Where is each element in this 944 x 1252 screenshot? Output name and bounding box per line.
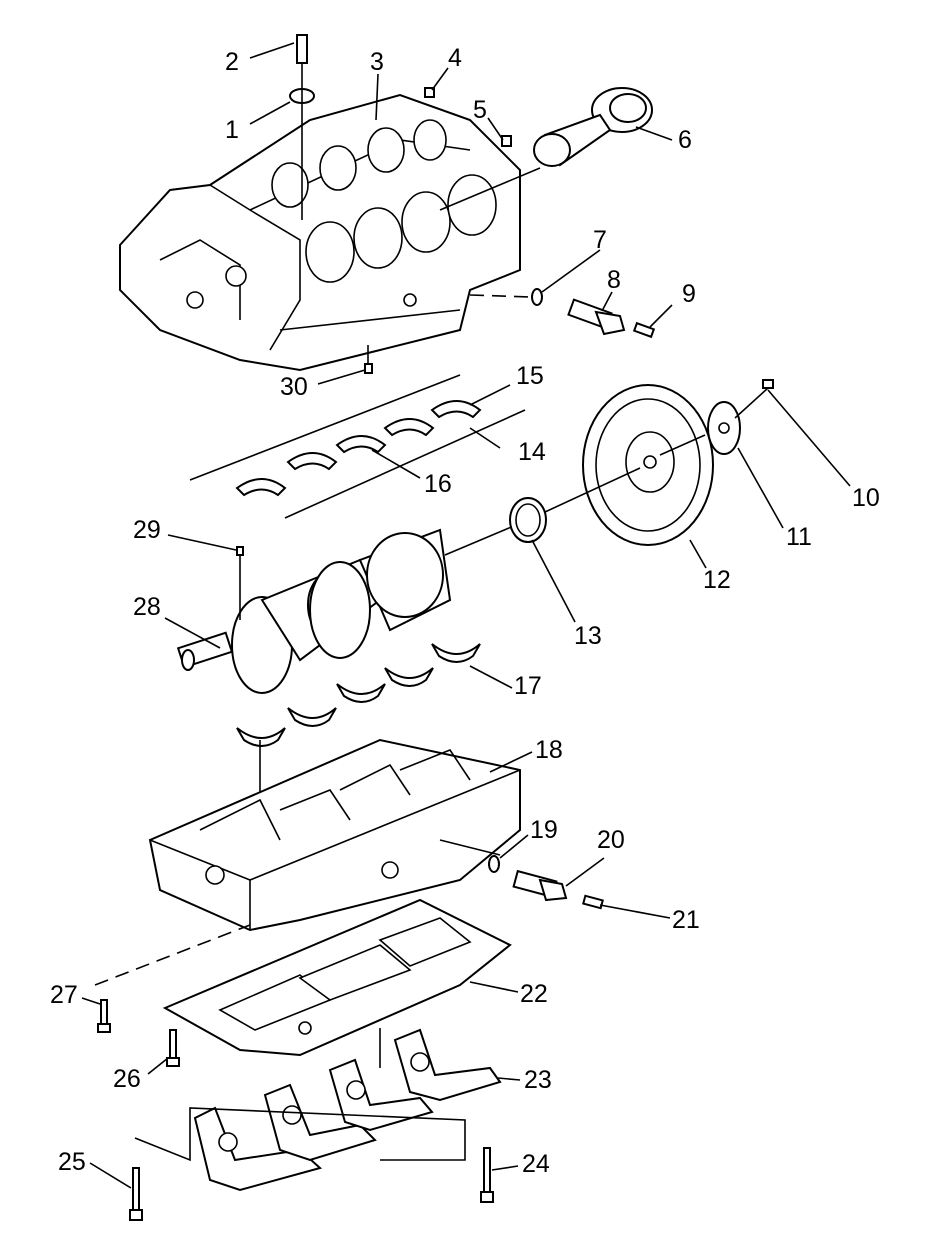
callout-9: 9	[682, 280, 696, 308]
callout-21: 21	[672, 906, 700, 934]
flywheel-12	[544, 384, 714, 546]
callout-7: 7	[593, 226, 607, 254]
callout-1: 1	[225, 116, 239, 144]
bolt-26	[166, 1029, 180, 1067]
bolt-27	[97, 999, 111, 1033]
sensor-assembly-19-20-21	[488, 855, 604, 910]
callout-2: 2	[225, 48, 239, 76]
callout-29: 29	[133, 516, 161, 544]
callout-3: 3	[370, 48, 384, 76]
callout-22: 22	[520, 980, 548, 1008]
spacer-plate-11	[659, 401, 741, 456]
callout-17: 17	[514, 672, 542, 700]
dowels-4-5	[424, 87, 512, 147]
dowel-29	[236, 546, 244, 620]
callout-19: 19	[530, 816, 558, 844]
baffle-plate-22	[94, 898, 512, 1057]
callout-12: 12	[703, 566, 731, 594]
upper-bearing-shells	[189, 374, 526, 519]
callout-8: 8	[607, 266, 621, 294]
bolt-24	[480, 1147, 494, 1203]
bolt-assembly-1-2	[289, 34, 315, 220]
lower-crankcase-18	[148, 738, 521, 932]
sensor-assembly-7-8-9	[469, 288, 656, 339]
dowel-30	[364, 345, 373, 374]
bolt-25	[129, 1167, 143, 1221]
callout-23: 23	[524, 1066, 552, 1094]
rear-seal-13	[509, 497, 547, 543]
callout-27: 27	[50, 981, 78, 1009]
callout-5: 5	[473, 96, 487, 124]
callout-4: 4	[448, 44, 462, 72]
callout-6: 6	[678, 126, 692, 154]
callout-16: 16	[424, 470, 452, 498]
callout-labels: 1 2 3 4 5 6 7 8 9 10 11 12 13 14 15 16 1…	[50, 44, 880, 1178]
callout-11: 11	[786, 523, 812, 551]
callout-20: 20	[597, 826, 625, 854]
leader-lines	[81, 42, 851, 1189]
engine-block	[119, 93, 521, 372]
callout-28: 28	[133, 593, 161, 621]
callout-25: 25	[58, 1148, 86, 1176]
callout-14: 14	[518, 438, 546, 466]
callout-18: 18	[535, 736, 563, 764]
lower-bearing-shells	[236, 643, 481, 800]
callout-26: 26	[113, 1065, 141, 1093]
crankshaft-28	[176, 519, 529, 694]
callout-13: 13	[574, 622, 602, 650]
piston-rod-6	[439, 87, 653, 211]
callout-10: 10	[852, 484, 880, 512]
flywheel-bolt-10	[734, 379, 774, 419]
callout-30: 30	[280, 373, 308, 401]
callout-15: 15	[516, 362, 544, 390]
bearing-cap-bridge-23	[134, 1028, 502, 1192]
callout-24: 24	[522, 1150, 550, 1178]
